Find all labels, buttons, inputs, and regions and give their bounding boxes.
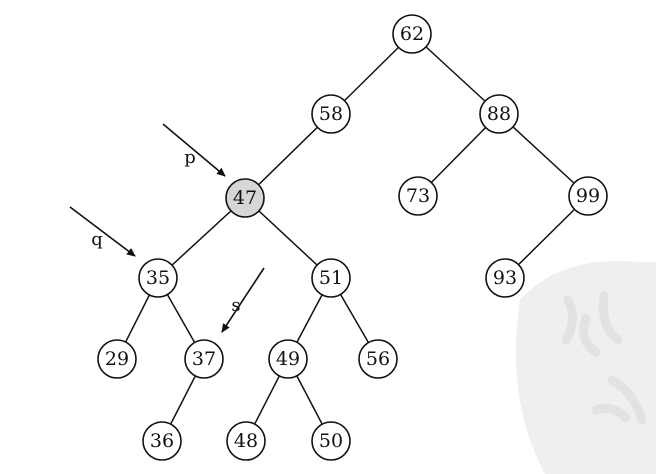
pointer-arrow xyxy=(221,267,265,333)
node-circle xyxy=(225,178,265,218)
pointer-q: q xyxy=(69,206,136,257)
node-label: 29 xyxy=(105,348,129,370)
pointers: p q s xyxy=(69,123,265,333)
tree-node-48: 48 xyxy=(226,421,266,461)
node-label: 99 xyxy=(576,185,600,207)
node-label: 35 xyxy=(146,267,170,289)
node-circle xyxy=(568,176,608,216)
tree-node-88: 88 xyxy=(479,94,519,134)
pointer-arrow xyxy=(69,206,136,257)
tree-node-58: 58 xyxy=(311,94,351,134)
node-label: 88 xyxy=(487,103,511,125)
node-circle xyxy=(479,94,519,134)
pointer-p: p xyxy=(162,123,226,177)
node-circle xyxy=(226,421,266,461)
node-label: 62 xyxy=(400,23,424,45)
tree-node-47: 47 xyxy=(225,178,265,218)
node-circle xyxy=(268,339,308,379)
node-circle xyxy=(392,14,432,54)
node-label: 50 xyxy=(319,430,343,452)
node-circle xyxy=(184,339,224,379)
pointer-s: s xyxy=(221,267,265,333)
node-label: 36 xyxy=(150,430,174,452)
tree-node-51: 51 xyxy=(311,258,351,298)
node-label: 37 xyxy=(192,348,216,370)
node-label: 58 xyxy=(319,103,343,125)
node-label: 51 xyxy=(319,267,343,289)
node-circle xyxy=(142,421,182,461)
node-label: 73 xyxy=(406,185,430,207)
node-circle xyxy=(485,258,525,298)
pointer-label: p xyxy=(184,147,196,168)
node-label: 47 xyxy=(233,187,257,209)
node-label: 93 xyxy=(493,267,517,289)
node-label: 48 xyxy=(234,430,258,452)
node-circle xyxy=(358,339,398,379)
tree-node-36: 36 xyxy=(142,421,182,461)
watermark-seal xyxy=(515,261,656,474)
tree-node-99: 99 xyxy=(568,176,608,216)
tree-node-73: 73 xyxy=(398,176,438,216)
tree-node-93: 93 xyxy=(485,258,525,298)
tree-node-37: 37 xyxy=(184,339,224,379)
node-label: 49 xyxy=(276,348,300,370)
tree-node-50: 50 xyxy=(311,421,351,461)
pointer-arrow xyxy=(162,123,226,177)
tree-node-29: 29 xyxy=(97,339,137,379)
edge-88-99 xyxy=(498,113,589,197)
edge-58-47 xyxy=(244,113,332,199)
pointer-label: q xyxy=(91,229,103,250)
nodes: 62 58 88 47 73 99 35 51 93 29 37 49 56 36 48 50 xyxy=(97,14,608,461)
tree-node-56: 56 xyxy=(358,339,398,379)
tree-node-49: 49 xyxy=(268,339,308,379)
node-label: 56 xyxy=(366,348,390,370)
tree-node-62: 62 xyxy=(392,14,432,54)
node-circle xyxy=(311,94,351,134)
node-circle xyxy=(97,339,137,379)
pointer-label: s xyxy=(231,295,240,316)
node-circle xyxy=(138,258,178,298)
tree-node-35: 35 xyxy=(138,258,178,298)
node-circle xyxy=(311,421,351,461)
node-circle xyxy=(398,176,438,216)
node-circle xyxy=(311,258,351,298)
